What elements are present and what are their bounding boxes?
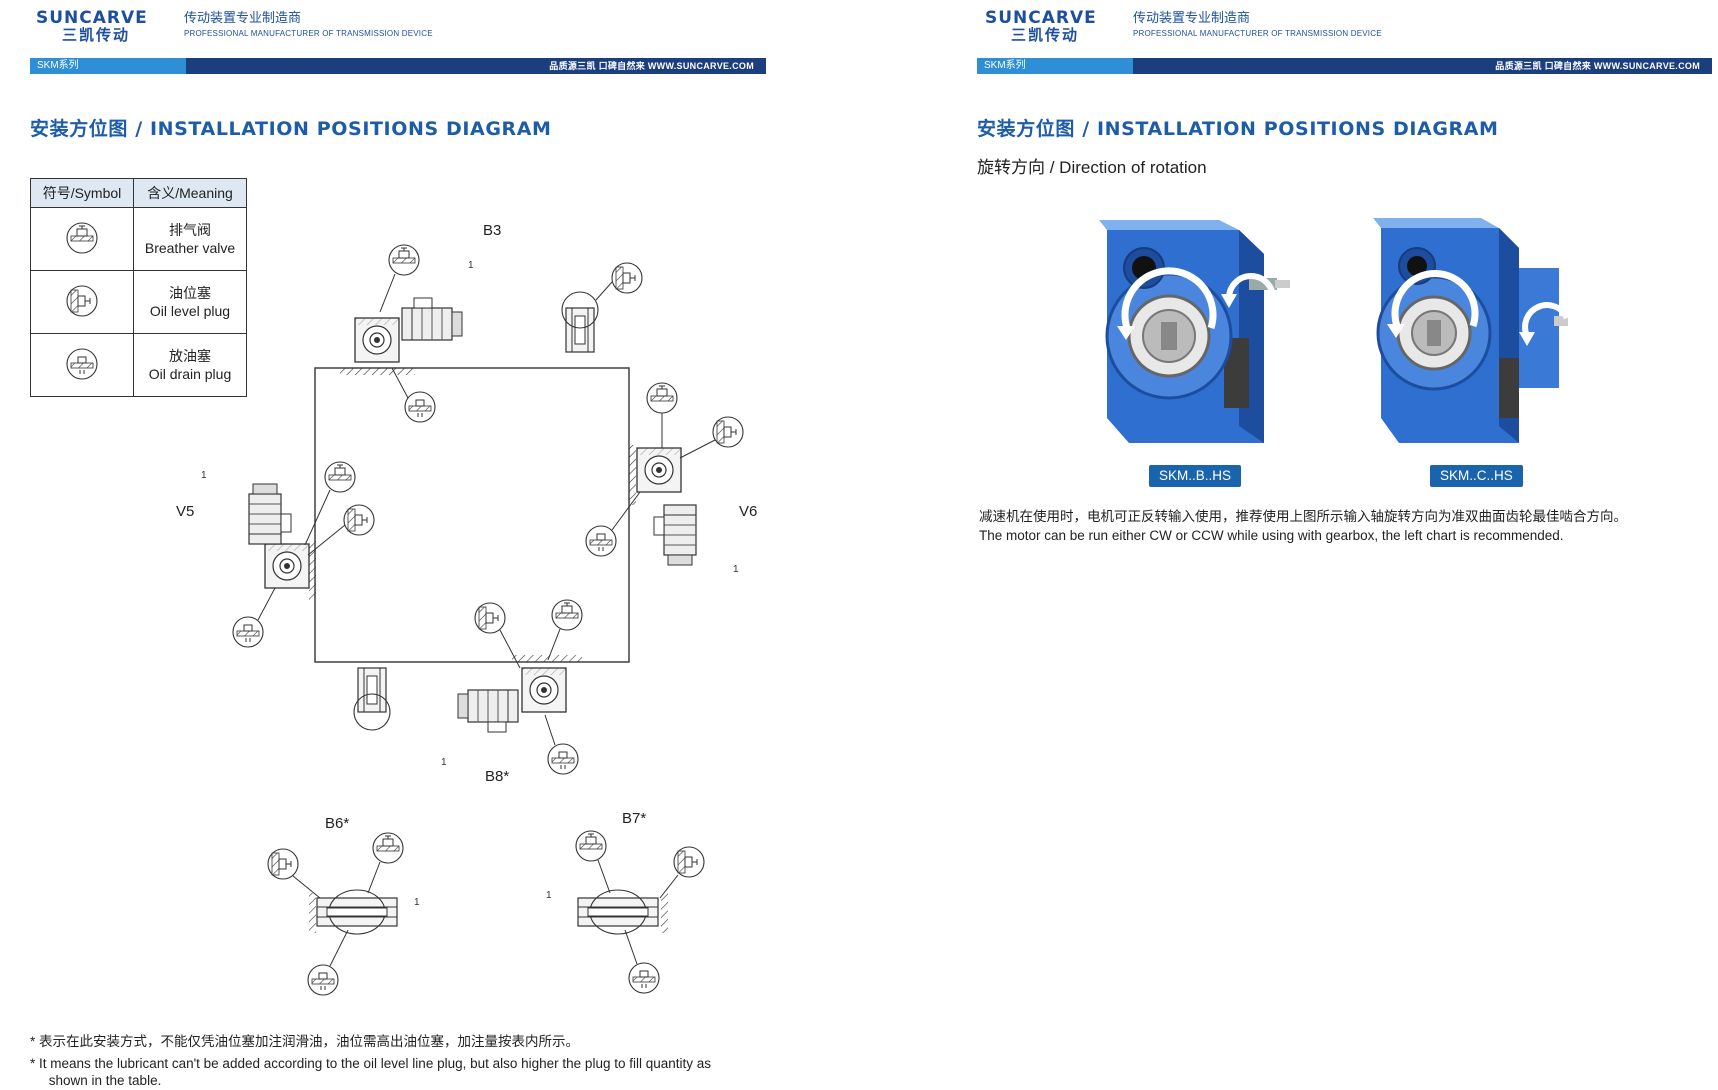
position-label-b8: B8* (485, 768, 510, 785)
page-title: 安装方位图 / INSTALLATION POSITIONS DIAGRAM (30, 118, 552, 140)
footnote-en: * It means the lubricant can't be added … (30, 1056, 712, 1071)
table-row: 排气阀 Breather valve (30, 207, 247, 271)
meaning-en: Breather valve (144, 240, 236, 256)
footnote-en-cont: shown in the table. (30, 1073, 162, 1088)
brand-name-cn: 三凯传动 (62, 26, 131, 44)
header-bar: SKM系列 品质源三凯 口碑自然来 WWW.SUNCARVE.COM (30, 58, 766, 74)
series-label: SKM系列 (30, 58, 186, 74)
gearbox-c-image (1373, 218, 1570, 443)
page-title: 安装方位图 / INSTALLATION POSITIONS DIAGRAM (977, 118, 1499, 140)
footnote-cn: * 表示在此安装方式，不能仅凭油位塞加注润滑油，油位需高出油位塞，加注量按表内所… (30, 1034, 580, 1049)
model-badge-b: SKM..B..HS (1149, 465, 1242, 487)
tagline: 传动装置专业制造商 PROFESSIONAL MANUFACTURER OF T… (184, 10, 433, 40)
tagline-en: PROFESSIONAL MANUFACTURER OF TRANSMISSIO… (1133, 29, 1382, 38)
b8-side-unit (353, 667, 391, 731)
tagline: 传动装置专业制造商 PROFESSIONAL MANUFACTURER OF T… (1133, 10, 1382, 40)
motor-marker: 1 (441, 757, 447, 768)
motor-marker: 1 (733, 564, 739, 575)
table-row: 放油塞 Oil drain plug (30, 333, 247, 397)
b8-gear-unit (457, 599, 583, 775)
rotation-description-en: The motor can be run either CW or CCW wh… (979, 528, 1564, 543)
brand-name-en: SUNCARVE (985, 8, 1097, 28)
meaning-cn: 油位塞 (169, 285, 211, 301)
v5-gear-unit (232, 461, 375, 648)
header-bar: SKM系列 品质源三凯 口碑自然来 WWW.SUNCARVE.COM (977, 58, 1712, 74)
position-label-v6: V6 (739, 503, 758, 520)
model-badge-c: SKM..C..HS (1430, 465, 1523, 487)
position-label-b7: B7* (622, 810, 647, 827)
brand-logo: SUNCARVE 三凯传动 (985, 9, 1097, 44)
header-slogan: 品质源三凯 口碑自然来 WWW.SUNCARVE.COM (1495, 61, 1700, 71)
table-header-symbol: 符号/Symbol (30, 178, 134, 208)
series-label: SKM系列 (977, 58, 1133, 74)
b7-gear-unit (575, 830, 705, 994)
gearbox-b-image (1099, 220, 1290, 443)
rotation-subtitle: 旋转方向 / Direction of rotation (977, 158, 1207, 177)
v6-gear-unit (585, 382, 744, 566)
table-header-row: 符号/Symbol 含义/Meaning (30, 178, 247, 208)
brand-logo: SUNCARVE 三凯传动 (36, 9, 148, 44)
b3-gear-unit (340, 244, 463, 423)
mounting-frame (314, 367, 630, 663)
rotation-description-cn: 减速机在使用时，电机可正反转输入使用，推荐使用上图所示输入轴旋转方向为准双曲面齿… (979, 509, 1627, 525)
right-page: SUNCARVE 三凯传动 传动装置专业制造商 PROFESSIONAL MAN… (859, 0, 1718, 1083)
table-row: 油位塞 Oil level plug (30, 270, 247, 334)
table-header-meaning: 含义/Meaning (133, 178, 247, 208)
motor-marker: 1 (414, 897, 420, 908)
left-page: SUNCARVE 三凯传动 传动装置专业制造商 PROFESSIONAL MAN… (0, 0, 859, 1088)
meaning-en: Oil level plug (149, 303, 231, 319)
position-label-b3: B3 (483, 222, 502, 239)
b6-gear-unit (267, 832, 404, 996)
position-label-b6: B6* (325, 815, 350, 832)
header-slogan: 品质源三凯 口碑自然来 WWW.SUNCARVE.COM (549, 61, 754, 71)
installation-positions-diagram: 1 1 1 1 1 1 (201, 244, 744, 996)
meaning-cn: 排气阀 (169, 222, 211, 238)
b3-side-unit (561, 262, 643, 353)
motor-marker: 1 (546, 890, 552, 901)
symbol-table: 符号/Symbol 含义/Meaning 排气阀 Breather valve … (30, 178, 247, 397)
tagline-en: PROFESSIONAL MANUFACTURER OF TRANSMISSIO… (184, 29, 433, 38)
brand-name-cn: 三凯传动 (1011, 26, 1080, 44)
brand-name-en: SUNCARVE (36, 8, 148, 28)
motor-marker: 1 (201, 470, 207, 481)
tagline-cn: 传动装置专业制造商 (1133, 11, 1251, 26)
motor-marker: 1 (468, 260, 474, 271)
tagline-cn: 传动装置专业制造商 (184, 11, 302, 26)
meaning-cn: 放油塞 (169, 348, 211, 364)
meaning-en: Oil drain plug (148, 366, 232, 382)
position-label-v5: V5 (176, 503, 195, 520)
